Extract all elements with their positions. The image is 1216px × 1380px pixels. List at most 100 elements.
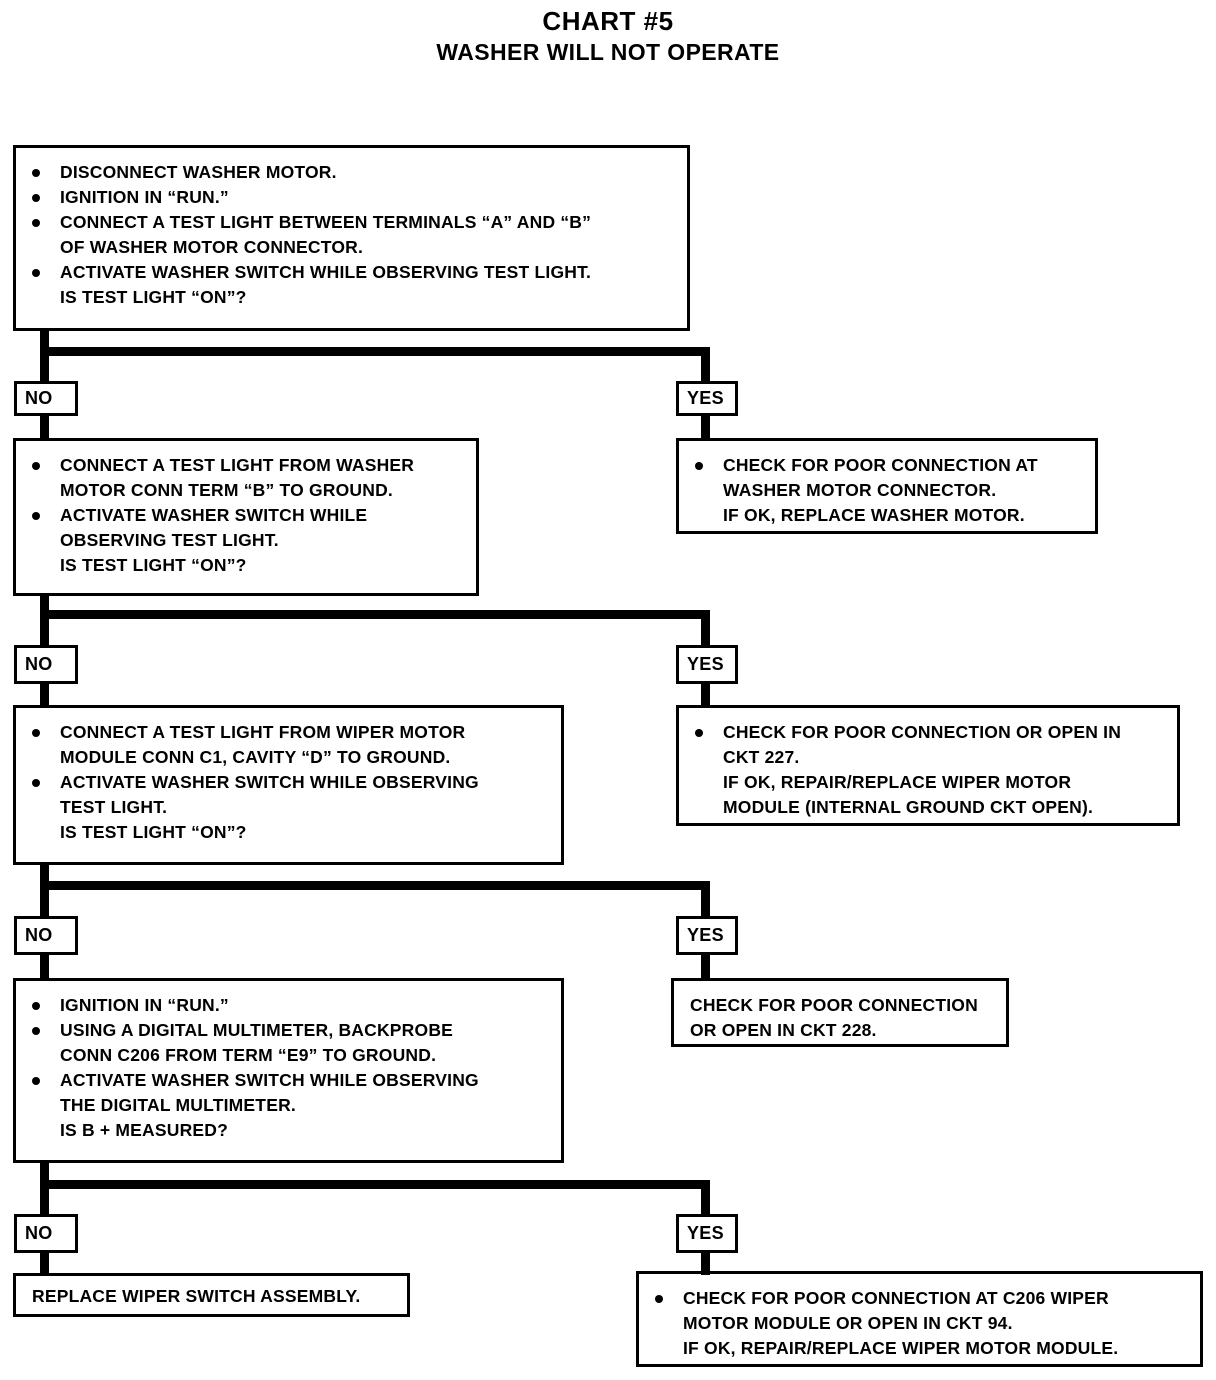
connector-no-4-down: [40, 1253, 49, 1275]
content-line: CONN C206 FROM TERM “E9” TO GROUND.: [30, 1043, 551, 1068]
bullet-icon: [30, 770, 60, 795]
decision-yes-2[interactable]: YES: [676, 645, 738, 684]
content-line: CONNECT A TEST LIGHT FROM WASHER: [30, 453, 466, 478]
bullet-spacer: [693, 745, 723, 770]
bullet-spacer: [693, 795, 723, 820]
line-text: IS TEST LIGHT “ON”?: [60, 822, 247, 842]
line-text: THE DIGITAL MULTIMETER.: [60, 1095, 296, 1115]
connector-drop-2-yes: [701, 610, 710, 646]
content-line: MOTOR MODULE OR OPEN IN CKT 94.: [653, 1311, 1190, 1336]
line-text: IGNITION IN “RUN.”: [60, 995, 229, 1015]
bullet-spacer: [30, 528, 60, 553]
content-line: IF OK, REPAIR/REPLACE WIPER MOTOR: [693, 770, 1167, 795]
line-text: CONN C206 FROM TERM “E9” TO GROUND.: [60, 1045, 437, 1065]
connector-no-1-down: [40, 416, 49, 440]
line-text: MODULE CONN C1, CAVITY “D” TO GROUND.: [60, 747, 451, 767]
line-text: REPLACE WIPER SWITCH ASSEMBLY.: [32, 1286, 361, 1306]
bullet-icon: [30, 260, 60, 285]
content-line: USING A DIGITAL MULTIMETER, BACKPROBE: [30, 1018, 551, 1043]
outcome-box-5: CHECK FOR POOR CONNECTION AT C206 WIPER M…: [636, 1271, 1203, 1367]
bullet-spacer: [30, 1118, 60, 1143]
bullet-icon: [693, 720, 723, 745]
connector-bar-1: [40, 347, 710, 356]
content-line: ACTIVATE WASHER SWITCH WHILE OBSERVING T…: [30, 260, 677, 285]
line-text: CHECK FOR POOR CONNECTION: [690, 995, 978, 1015]
decision-no-1[interactable]: NO: [14, 381, 78, 416]
content-line: CHECK FOR POOR CONNECTION OR OPEN IN: [693, 720, 1167, 745]
content-line: IF OK, REPLACE WASHER MOTOR.: [693, 503, 1085, 528]
content-line: TEST LIGHT.: [30, 795, 551, 820]
content-line: ACTIVATE WASHER SWITCH WHILE: [30, 503, 466, 528]
line-text: MODULE (INTERNAL GROUND CKT OPEN).: [723, 797, 1094, 817]
step-box-3: CONNECT A TEST LIGHT FROM WIPER MOTOR MOD…: [13, 705, 564, 865]
line-text: WASHER MOTOR CONNECTOR.: [723, 480, 997, 500]
step-box-3-content: CONNECT A TEST LIGHT FROM WIPER MOTOR MOD…: [16, 708, 561, 855]
line-text: CKT 227.: [723, 747, 800, 767]
bullet-icon: [30, 453, 60, 478]
content-line: OR OPEN IN CKT 228.: [688, 1018, 996, 1043]
line-text: IGNITION IN “RUN.”: [60, 187, 229, 207]
line-text: MOTOR MODULE OR OPEN IN CKT 94.: [683, 1313, 1013, 1333]
line-text: OF WASHER MOTOR CONNECTOR.: [60, 237, 364, 257]
content-line: CHECK FOR POOR CONNECTION AT C206 WIPER: [653, 1286, 1190, 1311]
step-box-4: IGNITION IN “RUN.” USING A DIGITAL MULTIM…: [13, 978, 564, 1163]
bullet-icon: [30, 185, 60, 210]
bullet-spacer: [30, 795, 60, 820]
bullet-dot-icon: [32, 168, 40, 177]
decision-yes-4[interactable]: YES: [676, 1214, 738, 1253]
line-text: USING A DIGITAL MULTIMETER, BACKPROBE: [60, 1020, 454, 1040]
line-text: CONNECT A TEST LIGHT BETWEEN TERMINALS “…: [60, 212, 592, 232]
content-line: ACTIVATE WASHER SWITCH WHILE OBSERVING: [30, 770, 551, 795]
bullet-dot-icon: [32, 218, 40, 227]
bullet-spacer: [693, 770, 723, 795]
chart-title-block: CHART #5 WASHER WILL NOT OPERATE: [0, 6, 1216, 66]
connector-no-2-down: [40, 684, 49, 708]
connector-stem-2: [40, 596, 49, 646]
content-line: OF WASHER MOTOR CONNECTOR.: [30, 235, 677, 260]
line-text: OR OPEN IN CKT 228.: [690, 1020, 877, 1040]
line-text: IF OK, REPAIR/REPLACE WIPER MOTOR: [723, 772, 1072, 792]
bullet-spacer: [653, 1311, 683, 1336]
step-box-4-content: IGNITION IN “RUN.” USING A DIGITAL MULTIM…: [16, 981, 561, 1153]
line-text: CHECK FOR POOR CONNECTION OR OPEN IN: [723, 722, 1122, 742]
bullet-dot-icon: [32, 1076, 40, 1085]
line-text: ACTIVATE WASHER SWITCH WHILE OBSERVING: [60, 1070, 479, 1090]
decision-yes-1[interactable]: YES: [676, 381, 738, 416]
decision-no-4[interactable]: NO: [14, 1214, 78, 1253]
content-line: REPLACE WIPER SWITCH ASSEMBLY.: [30, 1284, 397, 1309]
content-line: IGNITION IN “RUN.”: [30, 185, 677, 210]
line-text: CHECK FOR POOR CONNECTION AT C206 WIPER: [683, 1288, 1109, 1308]
bullet-spacer: [30, 285, 60, 310]
line-text: CONNECT A TEST LIGHT FROM WIPER MOTOR: [60, 722, 466, 742]
decision-no-2[interactable]: NO: [14, 645, 78, 684]
line-text: ACTIVATE WASHER SWITCH WHILE OBSERVING: [60, 772, 479, 792]
content-line: IGNITION IN “RUN.”: [30, 993, 551, 1018]
bullet-spacer: [30, 745, 60, 770]
decision-no-3[interactable]: NO: [14, 916, 78, 955]
content-line: IS TEST LIGHT “ON”?: [30, 553, 466, 578]
content-line: MOTOR CONN TERM “B” TO GROUND.: [30, 478, 466, 503]
content-line: IS B + MEASURED?: [30, 1118, 551, 1143]
bullet-icon: [653, 1286, 683, 1311]
bullet-icon: [30, 993, 60, 1018]
decision-yes-3[interactable]: YES: [676, 916, 738, 955]
bullet-dot-icon: [32, 778, 40, 787]
bullet-dot-icon: [32, 511, 40, 520]
content-line: CHECK FOR POOR CONNECTION AT: [693, 453, 1085, 478]
outcome-box-3: CHECK FOR POOR CONNECTION OR OPEN IN CKT …: [671, 978, 1009, 1047]
bullet-dot-icon: [695, 461, 703, 470]
bullet-spacer: [30, 553, 60, 578]
content-line: OBSERVING TEST LIGHT.: [30, 528, 466, 553]
connector-yes-4-down: [701, 1253, 710, 1275]
bullet-spacer: [30, 1093, 60, 1118]
line-text: CHECK FOR POOR CONNECTION AT: [723, 455, 1038, 475]
content-line: DISCONNECT WASHER MOTOR.: [30, 160, 677, 185]
content-line: THE DIGITAL MULTIMETER.: [30, 1093, 551, 1118]
content-line: MODULE (INTERNAL GROUND CKT OPEN).: [693, 795, 1167, 820]
outcome-box-3-content: CHECK FOR POOR CONNECTION OR OPEN IN CKT …: [674, 981, 1006, 1053]
content-line: IF OK, REPAIR/REPLACE WIPER MOTOR MODULE…: [653, 1336, 1190, 1361]
connector-drop-3-yes: [701, 881, 710, 917]
